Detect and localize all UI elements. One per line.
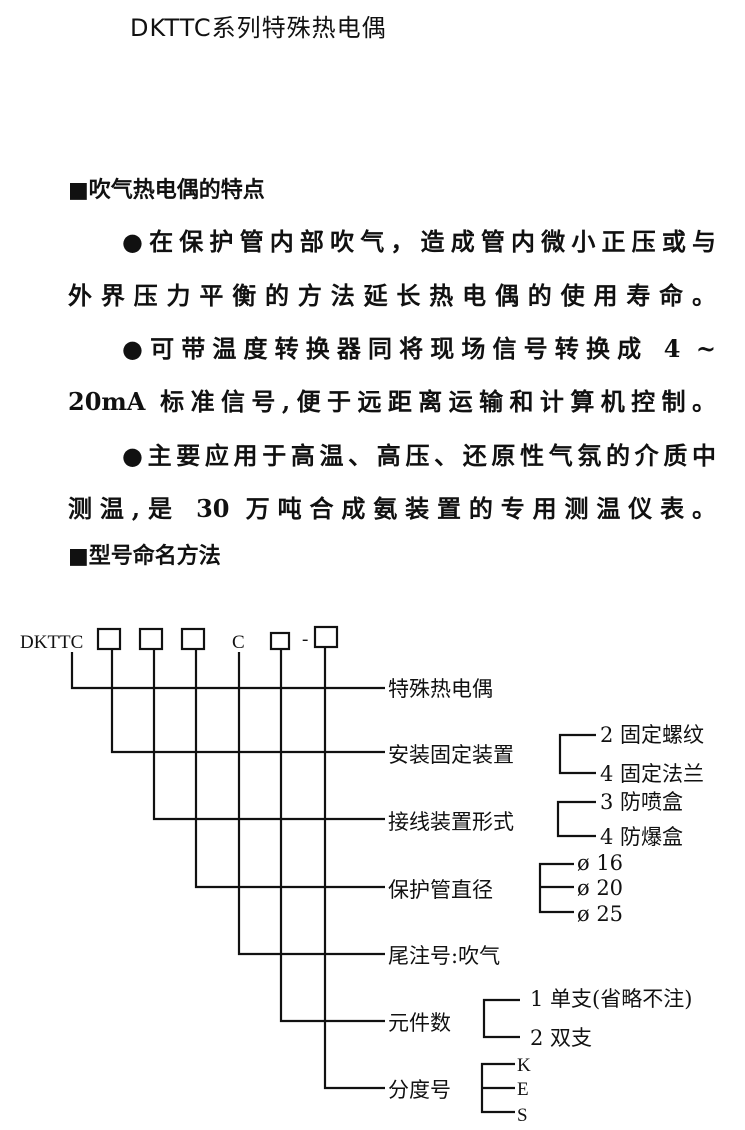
branch-option: ø 25 [577,902,623,926]
code-box [269,631,291,651]
section-heading-naming: ■型号命名方法 [68,543,221,569]
option-bracket [556,800,596,838]
connector-line [70,652,385,690]
connector-line [194,649,385,889]
branch-option: 4 防爆盒 [600,825,683,849]
paragraph-line: 测温,是 30 万吨合成氨装置的专用测温仪表。 [68,494,716,523]
model-c-letter: C [232,632,245,653]
branch-label: 接线装置形式 [388,810,514,834]
branch-label: 保护管直径 [388,878,493,902]
section-heading-features: ■吹气热电偶的特点 [68,177,265,203]
branch-option: 4 固定法兰 [600,762,704,786]
option-bracket [538,862,574,914]
page-title: DKTTC系列特殊热电偶 [130,14,387,42]
branch-label: 安装固定装置 [388,743,514,767]
option-bracket [558,733,596,775]
model-dash: - [302,629,308,650]
branch-label: 尾注号:吹气 [388,944,500,968]
code-box [180,627,206,651]
code-box [138,627,164,651]
code-box [96,627,122,651]
paragraph-line: 外界压力平衡的方法延长热电偶的使用寿命。 [68,281,716,310]
model-prefix: DKTTC [20,632,83,653]
paragraph-line: ●可带温度转换器同将现场信号转换成 4 ~ [122,334,716,363]
branch-option: K [517,1055,531,1076]
branch-label: 特殊热电偶 [388,677,493,701]
branch-option: S [517,1105,528,1126]
branch-option: 1 单支(省略不注) [530,987,692,1011]
connector-line [152,649,385,821]
branch-option: ø 16 [577,851,623,875]
branch-option: 2 固定螺纹 [600,723,704,747]
connector-line [110,649,385,754]
branch-option: E [517,1079,529,1100]
branch-option: 3 防喷盒 [600,790,683,814]
option-bracket [480,1062,515,1114]
option-bracket [482,998,520,1039]
code-box [313,625,339,649]
branch-label: 元件数 [388,1011,451,1035]
branch-option: ø 20 [577,876,623,900]
paragraph-line: ●主要应用于高温、高压、还原性气氛的介质中 [122,441,716,470]
paragraph-line: ●在保护管内部吹气，造成管内微小正压或与 [122,227,716,256]
connector-line [237,652,385,956]
connector-line [279,649,385,1023]
branch-label: 分度号 [388,1078,451,1102]
model-naming-diagram: DKTTC C - 特殊热电偶 安装固定装置 2 固定螺纹 4 固定法兰 接线装… [20,625,704,1126]
connector-line [323,647,385,1090]
branch-option: 2 双支 [530,1026,592,1050]
paragraph-line: 20mA 标准信号,便于远距离运输和计算机控制。 [68,387,716,416]
